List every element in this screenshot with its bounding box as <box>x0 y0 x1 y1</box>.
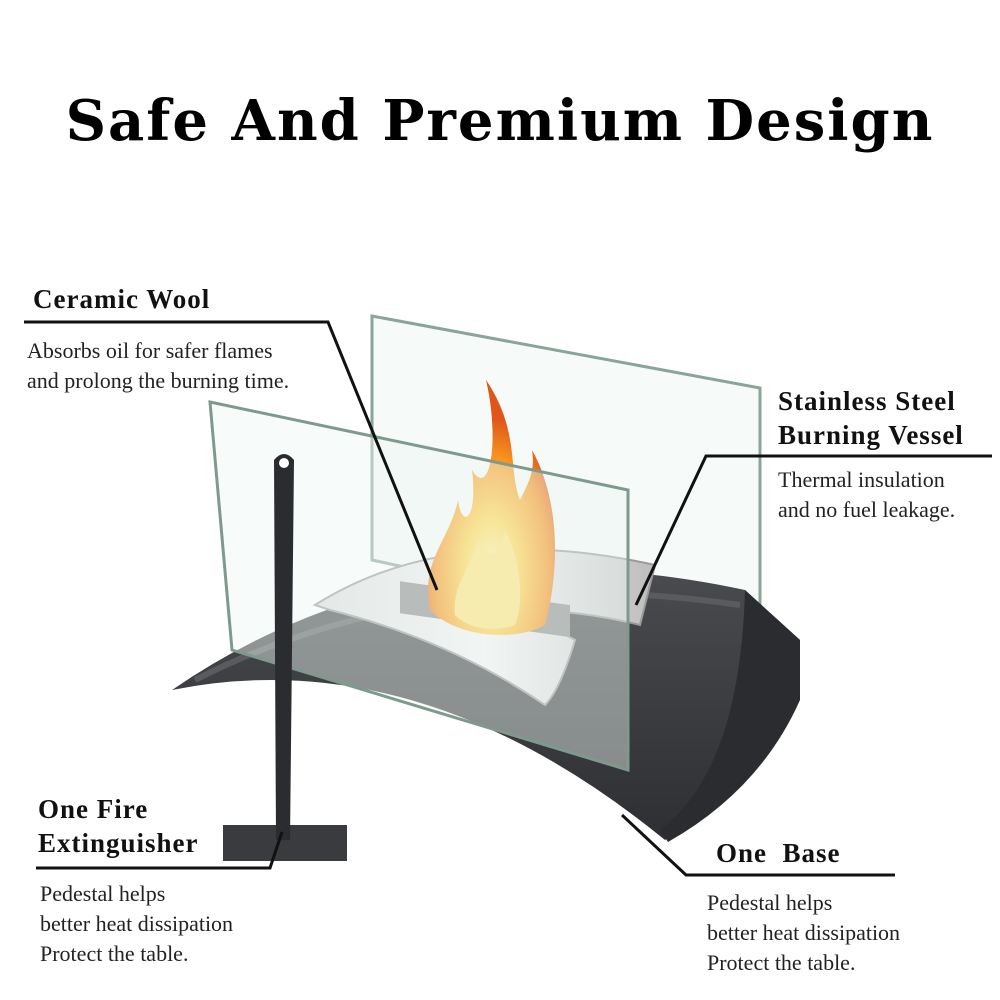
flame <box>427 380 555 635</box>
extinguisher-heading: One Fire Extinguisher <box>38 792 199 860</box>
ceramic-wool-desc-line: Absorbs oil for safer flames <box>27 338 273 363</box>
ceramic-wool-heading: Ceramic Wool <box>33 284 211 314</box>
leader-base <box>620 813 895 877</box>
steel-vessel-heading-line: Stainless Steel <box>778 386 956 416</box>
flame-inner <box>454 530 521 629</box>
steel-vessel-heading-line: Burning Vessel <box>778 420 964 450</box>
front-glass-panel <box>208 400 630 773</box>
leader-steel-vessel <box>634 454 992 606</box>
base-body <box>172 569 800 840</box>
base-right-face <box>660 590 800 842</box>
ceramic-wool-description: Absorbs oil for safer flames and prolong… <box>27 336 289 396</box>
base-desc-line: better heat dissipation <box>707 920 901 945</box>
steel-vessel-desc-line: Thermal insulation <box>778 467 945 492</box>
leader-ceramic-wool <box>24 320 439 591</box>
base-heading: One Base <box>716 838 841 868</box>
extinguisher-handle <box>274 454 294 840</box>
extinguisher-desc-line: better heat dissipation <box>40 911 234 936</box>
extinguisher-heading-line: Extinguisher <box>38 828 199 858</box>
base-desc-line: Protect the table. <box>707 950 856 975</box>
steel-vessel-heading: Stainless Steel Burning Vessel <box>778 384 964 452</box>
leader-lines <box>24 320 992 877</box>
ceramic-wool-desc-line: and prolong the burning time. <box>27 368 290 393</box>
base-description: Pedestal helps better heat dissipation P… <box>707 888 900 978</box>
base-desc-line: Pedestal helps <box>707 890 833 915</box>
extinguisher-hole <box>279 458 289 468</box>
steel-vessel-desc-line: and no fuel leakage. <box>778 497 956 522</box>
leader-extinguisher <box>36 831 284 870</box>
extinguisher-heading-line: One Fire <box>38 794 149 824</box>
extinguisher-desc-line: Pedestal helps <box>40 881 166 906</box>
page-title: Safe And Premium Design <box>65 88 935 154</box>
steel-vessel-description: Thermal insulation and no fuel leakage. <box>778 465 955 525</box>
extinguisher-description: Pedestal helps better heat dissipation P… <box>40 879 233 969</box>
extinguisher-desc-line: Protect the table. <box>40 941 189 966</box>
